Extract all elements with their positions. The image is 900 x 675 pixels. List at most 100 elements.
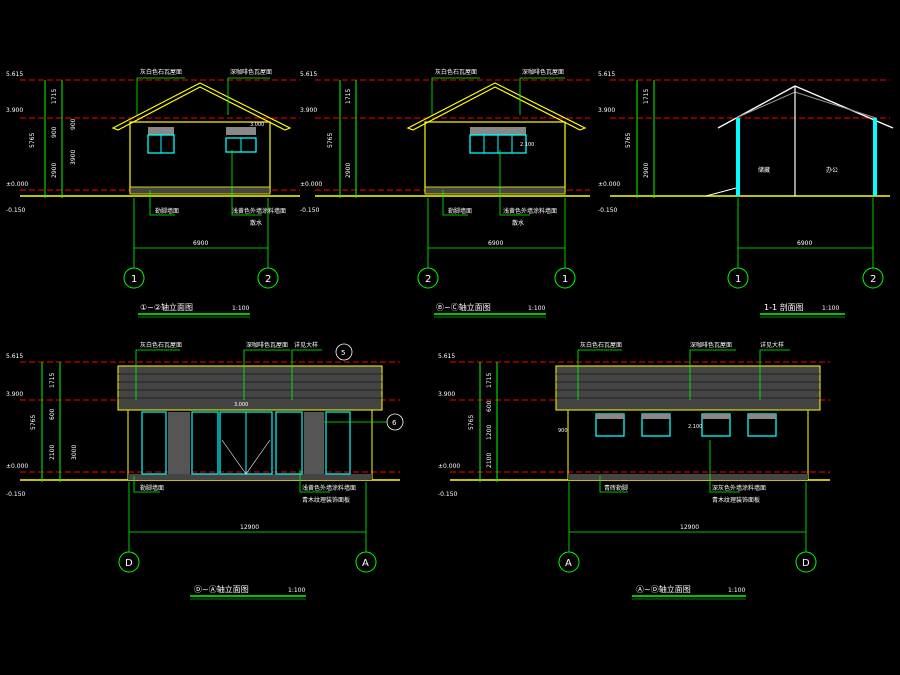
window-4-grille [748, 414, 776, 419]
dim-mid-b: 2900 [345, 163, 352, 178]
axis-label-2: 2 [870, 274, 876, 285]
level-ground: -0.150 [300, 207, 320, 214]
level-ground: -0.150 [598, 207, 618, 214]
axis-bubble-2 [257, 267, 279, 289]
window-3-grille [702, 414, 730, 419]
tiled-roof [117, 365, 383, 411]
note-plinth2: 散水 [512, 219, 524, 227]
axis-bubble-1 [554, 267, 576, 289]
scale-view-4: 1:100 [288, 587, 305, 594]
win-head-level: 3.000 [234, 402, 248, 408]
dim-mid: 900 [51, 126, 58, 138]
note-roof-tile: 灰白色石瓦屋面 [435, 68, 477, 76]
note-long2: 青木纹理装饰面板 [712, 496, 760, 504]
note-plinth2: 散水 [250, 219, 262, 227]
note-wall-paint2: 深灰色外墙涂料墙面 [712, 484, 766, 492]
level-eave: 3.900 [300, 107, 317, 114]
axis-label-1: 1 [735, 274, 741, 285]
span-dim-long: 12900 [680, 524, 699, 531]
axis-bubble-a [355, 551, 377, 573]
note-ridge-tile: 深咖啡色瓦屋面 [230, 68, 272, 76]
note-ridge-tile: 深咖啡色瓦屋面 [522, 68, 564, 76]
axis-label-2: 2 [265, 274, 271, 285]
axis-label-d: D [802, 558, 810, 569]
leader-roof-tile [136, 77, 185, 115]
level-ground: -0.150 [438, 491, 458, 498]
room-label-left: 储藏 [758, 166, 770, 174]
elevation-d-a: 5.615 3.900 ±0.000 -0.150 5765 1715 600 … [6, 341, 404, 600]
axis-label-1: 1 [131, 274, 137, 285]
wall-section-left [736, 118, 740, 196]
roof-gable [111, 82, 292, 131]
note-ridge-tile: 深咖啡色瓦屋面 [690, 341, 732, 349]
dim-top: 1715 [345, 89, 352, 104]
stone-pier [304, 412, 324, 474]
axis-bubble-a [558, 551, 580, 573]
axis-label-d: D [125, 558, 133, 569]
elevation-b-c: 5.615 3.900 ±0.000 -0.150 5765 1715 2900… [300, 68, 590, 318]
section-1-1: 5.615 3.900 ±0.000 -0.150 5765 1715 2900… [598, 71, 894, 318]
wall-section-right [873, 118, 877, 196]
note-detail: 详见大样 [760, 341, 784, 349]
dim-mid-b: 2900 [643, 163, 650, 178]
leader-plinth [149, 190, 175, 216]
dim-total: 5765 [29, 133, 36, 148]
leader-plinth [133, 476, 160, 493]
note-roof-tile: 灰白色石瓦屋面 [140, 68, 182, 76]
note-ridge-tile: 深咖啡色瓦屋面 [246, 341, 288, 349]
dim-top: 1715 [49, 373, 56, 388]
span-dim: 6900 [193, 240, 208, 247]
window-1-grille [596, 414, 624, 419]
dim-lower-d: 3000 [71, 445, 78, 460]
title-view-1: ①~②轴立面图 [140, 302, 193, 312]
note-brick: 青砖勒脚 [604, 484, 628, 492]
level-eave: 3.900 [598, 107, 615, 114]
axis-bubble-d [118, 551, 140, 573]
title-view-5: Ⓐ~Ⓓ轴立面图 [636, 584, 691, 594]
leader-detail [759, 349, 790, 400]
dim-lower-c: 2100 [49, 445, 56, 460]
level-ridge: 5.615 [438, 353, 455, 360]
note-long2: 青木纹理装饰面板 [302, 496, 350, 504]
win-mid-level: 2.100 [688, 424, 702, 430]
leader-ridge-tile [243, 349, 290, 400]
scale-view-5: 1:100 [728, 587, 745, 594]
dim-lower-b: 1200 [486, 425, 493, 440]
level-floor: ±0.000 [438, 463, 460, 470]
axis-bubble-d [795, 551, 817, 573]
roof-tile-rows [556, 373, 820, 399]
leader-wall-paint [709, 440, 740, 493]
leader-plinth [442, 190, 468, 216]
glazed-panel [141, 411, 167, 475]
callout-label-5: 5 [341, 349, 345, 357]
level-ridge: 5.615 [6, 71, 23, 78]
note-roof-tile: 灰白色石瓦屋面 [580, 341, 622, 349]
door-swing [221, 439, 271, 475]
note-plinth: 勒脚墙面 [140, 484, 164, 492]
dim-top: 1715 [643, 89, 650, 104]
dim-lower-c: 2100 [486, 453, 493, 468]
axis-bubble-2 [417, 267, 439, 289]
note-detail: 详见大样 [294, 341, 318, 349]
glazed-panel [325, 411, 351, 475]
glazed-panel [275, 411, 303, 475]
callout-bubble-5 [335, 343, 353, 361]
window-head-grille-right [226, 127, 256, 135]
callout-label-6: 6 [392, 419, 397, 427]
level-floor: ±0.000 [6, 463, 28, 470]
dim-total: 5765 [327, 133, 334, 148]
level-floor: ±0.000 [300, 181, 322, 188]
roof-tile-rows [118, 373, 382, 399]
leader-roof-tile [577, 349, 622, 400]
axis-label-a: A [565, 558, 572, 569]
note-wall-paint: 浅黄色外墙涂料墙面 [232, 207, 286, 215]
dim-mid-b: 2900 [51, 163, 58, 178]
window-head-grille [470, 127, 526, 135]
dim-total: 5765 [468, 415, 475, 430]
level-eave: 3.900 [438, 391, 455, 398]
elevation-1-2: 5.615 3.900 ±0.000 -0.150 5765 1715 900 … [6, 68, 300, 318]
note-wall-paint: 浅黄色外墙涂料墙面 [503, 207, 557, 215]
note-plinth: 勒脚墙面 [155, 207, 179, 215]
tiled-roof [555, 365, 821, 411]
